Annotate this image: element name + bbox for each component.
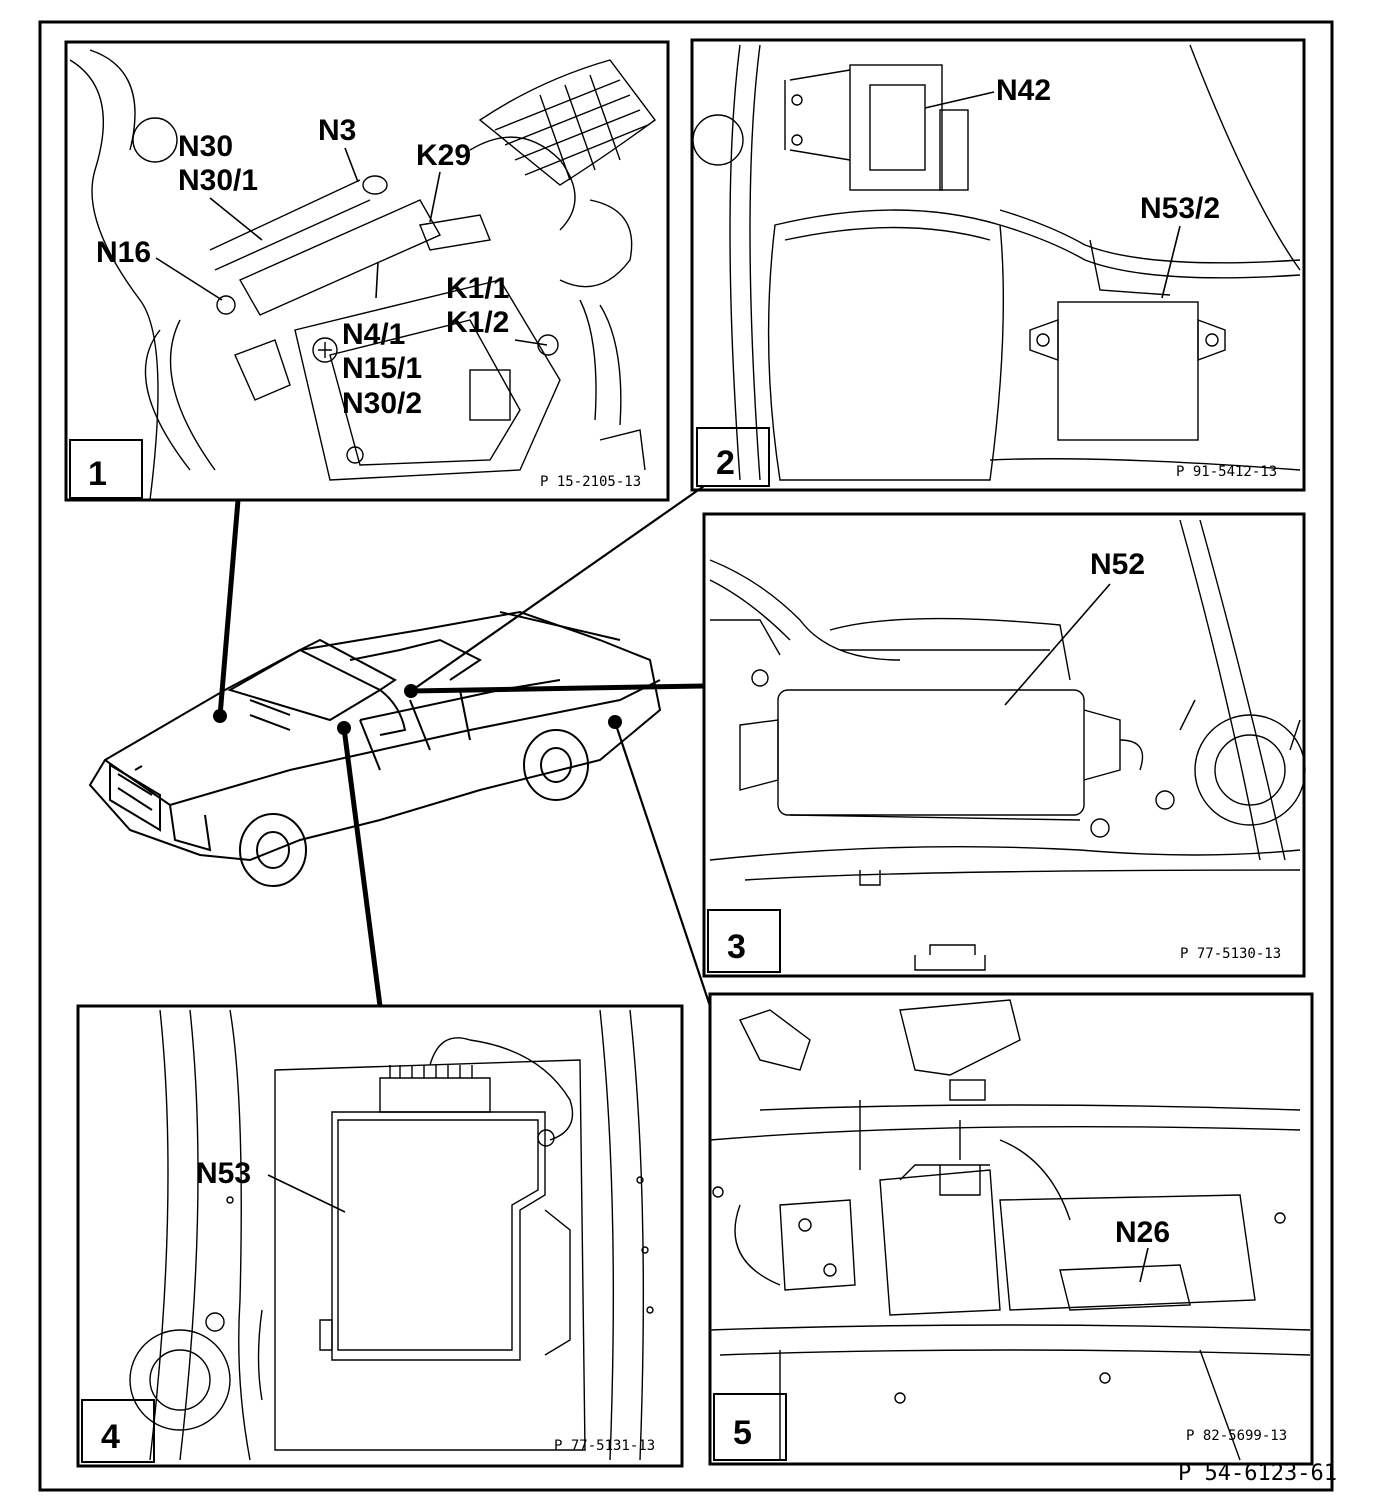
panel-5-leader-lines: [1139, 1247, 1149, 1283]
pointer-panel-3: [410, 683, 705, 694]
label-k29: K29: [416, 139, 471, 172]
pointer-panel-2: [410, 485, 705, 692]
pointer-panel-4: [341, 727, 383, 1007]
panel-3-reference: P 77-5130-13: [1180, 946, 1281, 962]
label-n4-1: N4/1: [342, 318, 405, 351]
label-n15-1: N15/1: [342, 352, 422, 385]
vehicle-illustration: [88, 610, 662, 887]
label-n42: N42: [996, 74, 1051, 107]
panel-2-reference: P 91-5412-13: [1176, 464, 1277, 480]
label-k1-1: K1/1: [446, 272, 509, 305]
panel-1-engine-bay-drawing: [69, 49, 656, 501]
pointer-panel-1: [217, 499, 241, 717]
panel-1-reference: P 15-2105-13: [540, 474, 641, 490]
panel-5-frame: [708, 992, 1314, 1466]
panel-4-number: 4: [101, 1418, 120, 1456]
panel-3: 3 P 77-5130-13 N52: [702, 512, 1306, 978]
panel-4-frame: [76, 1004, 684, 1468]
label-n26: N26: [1115, 1216, 1170, 1249]
panel-3-number: 3: [727, 928, 746, 966]
label-n16: N16: [96, 236, 151, 269]
label-n30: N30: [178, 130, 233, 163]
panel-2-number-box: [696, 427, 770, 487]
panel-3-leader-lines: [1004, 583, 1111, 706]
panel-5-number: 5: [733, 1414, 752, 1452]
panel-1: 1 P 15-2105-13 N30 N30/1 N3 K29 N16 K1/1…: [64, 40, 670, 502]
panel-2-leader-lines: [924, 91, 1181, 299]
panel-5-drawing: [709, 999, 1311, 1461]
panel-3-number-box: [707, 909, 781, 973]
panel-4-number-box: [81, 1399, 155, 1463]
panel-5-reference: P 82-5699-13: [1186, 1428, 1287, 1444]
panel-4-leader-lines: [267, 1174, 346, 1213]
panel-1-frame: [64, 40, 670, 502]
panel-5: 5 P 82-5699-13 N26: [708, 992, 1314, 1466]
label-n30-2: N30/2: [342, 387, 422, 420]
panel-5-number-box: [713, 1393, 787, 1461]
pointer-panel-5: [613, 721, 712, 1007]
label-n3: N3: [318, 114, 356, 147]
label-n53-2: N53/2: [1140, 192, 1220, 225]
panel-1-leader-lines: [155, 147, 548, 346]
pointer-lines: [217, 485, 712, 1007]
panel-1-number: 1: [88, 455, 107, 493]
panel-2: 2 P 91-5412-13 N42 N53/2: [690, 38, 1306, 492]
label-n52: N52: [1090, 548, 1145, 581]
master-reference: P 54-6123-61: [1178, 1461, 1337, 1486]
panel-3-frame: [702, 512, 1306, 978]
label-k1-2: K1/2: [446, 306, 509, 339]
panel-1-number-box: [69, 439, 143, 499]
panel-3-drawing: [709, 519, 1306, 971]
panel-4-drawing: [129, 1009, 654, 1461]
panel-2-frame: [690, 38, 1306, 492]
panel-2-number: 2: [716, 444, 735, 482]
label-n53: N53: [196, 1157, 251, 1190]
panel-4: 4 P 77-5131-13 N53: [76, 1004, 684, 1468]
panel-4-reference: P 77-5131-13: [554, 1438, 655, 1454]
outer-frame: [38, 20, 1334, 1492]
label-n30-1: N30/1: [178, 164, 258, 197]
panel-2-drawing: [692, 44, 1301, 481]
